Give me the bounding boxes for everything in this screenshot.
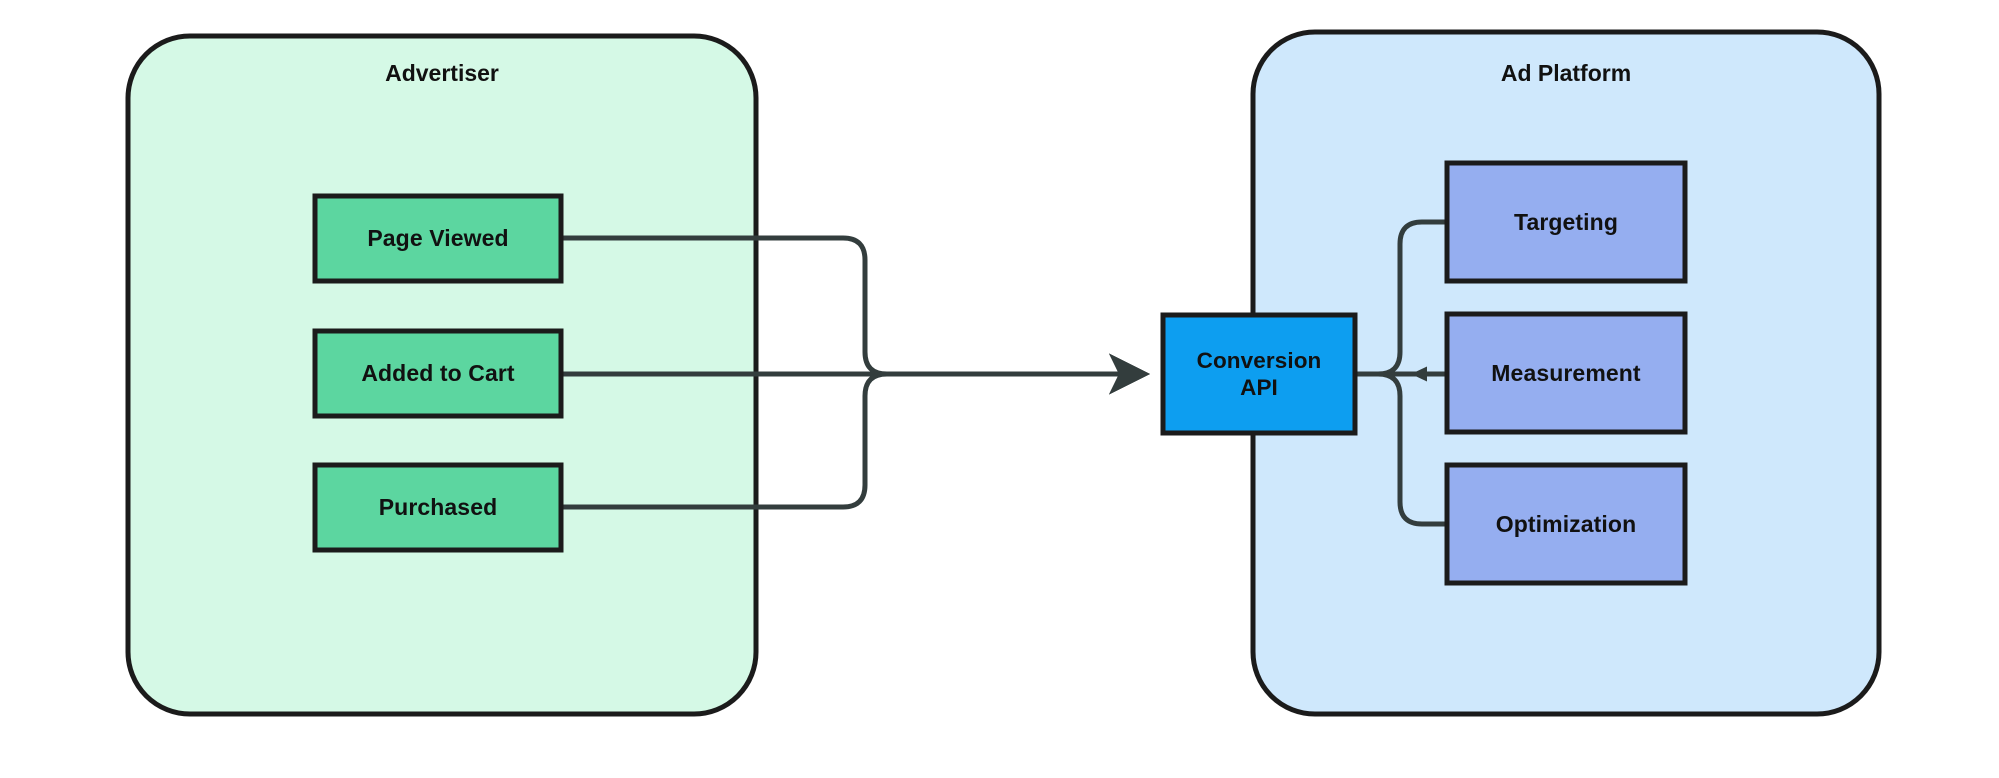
nodes-api: [1160, 312, 1358, 436]
nodes-ad-platform: [1444, 160, 1688, 586]
edges-advertiser-to-api: [561, 235, 1151, 510]
node-added-to-cart[interactable]: [312, 328, 564, 419]
edge-purchased-to-api[interactable]: [561, 353, 1151, 510]
node-label-targeting: Targeting: [1514, 208, 1618, 235]
edges-api-to-platform: [1355, 219, 1447, 527]
node-label-conversion-api-line1: Conversion: [1196, 347, 1322, 373]
junction-arrow-icon: [1411, 366, 1427, 382]
node-measurement[interactable]: [1444, 311, 1688, 435]
node-purchased[interactable]: [312, 462, 564, 553]
node-label-optimization: Optimization: [1495, 510, 1637, 537]
node-label-conversion-api: Conversion API: [1163, 315, 1355, 433]
node-optimization[interactable]: [1444, 462, 1688, 586]
node-targeting[interactable]: [1444, 160, 1688, 284]
edge-api-to-optimization[interactable]: [1355, 371, 1447, 527]
node-label-measurement: Measurement: [1491, 359, 1641, 386]
group-title-ad-platform: Ad Platform: [1500, 60, 1632, 86]
node-label-purchased: Purchased: [378, 494, 498, 521]
node-label-added-to-cart: Added to Cart: [361, 360, 515, 387]
node-page-viewed[interactable]: [312, 193, 564, 284]
node-conversion-api[interactable]: [1160, 312, 1358, 436]
group-title-advertiser: Advertiser: [385, 60, 499, 86]
node-label-page-viewed: Page Viewed: [367, 225, 509, 252]
node-label-conversion-api-line2: API: [1240, 375, 1278, 400]
nodes-advertiser: [312, 193, 564, 553]
